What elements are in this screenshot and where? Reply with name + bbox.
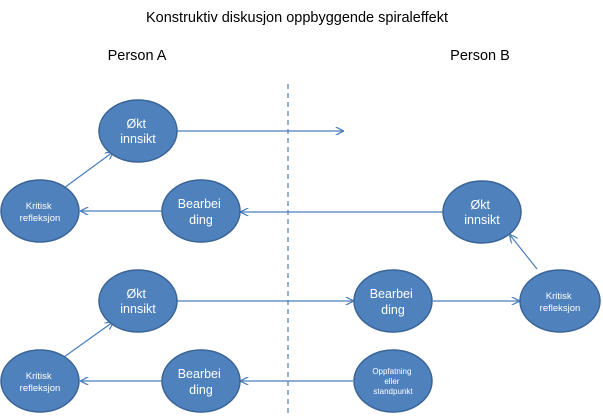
svg-text:Økt innsikt: Økt innsikt — [120, 117, 156, 146]
svg-text:Økt innsikt: Økt innsikt — [464, 198, 500, 227]
svg-text:Økt innsikt: Økt innsikt — [120, 287, 156, 316]
node-a-okt-innsikt-bottom: Økt innsikt — [98, 269, 178, 333]
edge-a-kritisk-top-to-a-okt-top — [63, 152, 113, 189]
svg-text:Bearbei ding: Bearbei ding — [370, 287, 417, 317]
svg-text:Oppfatning eller s: Oppfatning eller standpunkt — [372, 367, 413, 396]
node-b-kritisk-refleksjon: Kritisk refleksjon — [519, 269, 601, 333]
person-b-header: Person B — [450, 48, 510, 64]
svg-text:Kritisk refleksjon: Kritisk refleksjon — [20, 371, 61, 394]
diagram-title: Konstruktiv diskusjon oppbyggende spiral… — [146, 10, 448, 26]
node-b-oppfatning-eller-standpunkt: Oppfatning eller standpunkt — [353, 349, 433, 413]
edge-a-kritisk-bot-to-a-okt-bot — [63, 322, 113, 358]
node-b-okt-innsikt: Økt innsikt — [442, 180, 522, 244]
edge-b-kritisk-to-b-okt — [510, 235, 538, 270]
node-a-bearbeiding-top: Bearbei ding — [161, 179, 241, 243]
svg-text:Bearbei ding: Bearbei ding — [178, 197, 225, 227]
node-a-bearbeiding-bottom: Bearbei ding — [161, 349, 241, 413]
svg-text:Kritisk refleksjon: Kritisk refleksjon — [20, 201, 61, 224]
node-a-okt-innsikt-top: Økt innsikt — [98, 99, 178, 163]
person-a-header: Person A — [108, 48, 167, 64]
node-b-bearbeiding: Bearbei ding — [353, 269, 433, 333]
svg-text:Kritisk refleksjon: Kritisk refleksjon — [540, 291, 581, 314]
svg-text:Bearbei ding: Bearbei ding — [178, 367, 225, 397]
node-a-kritisk-refleksjon-bottom: Kritisk refleksjon — [0, 349, 80, 413]
node-a-kritisk-refleksjon-top: Kritisk refleksjon — [0, 179, 80, 243]
